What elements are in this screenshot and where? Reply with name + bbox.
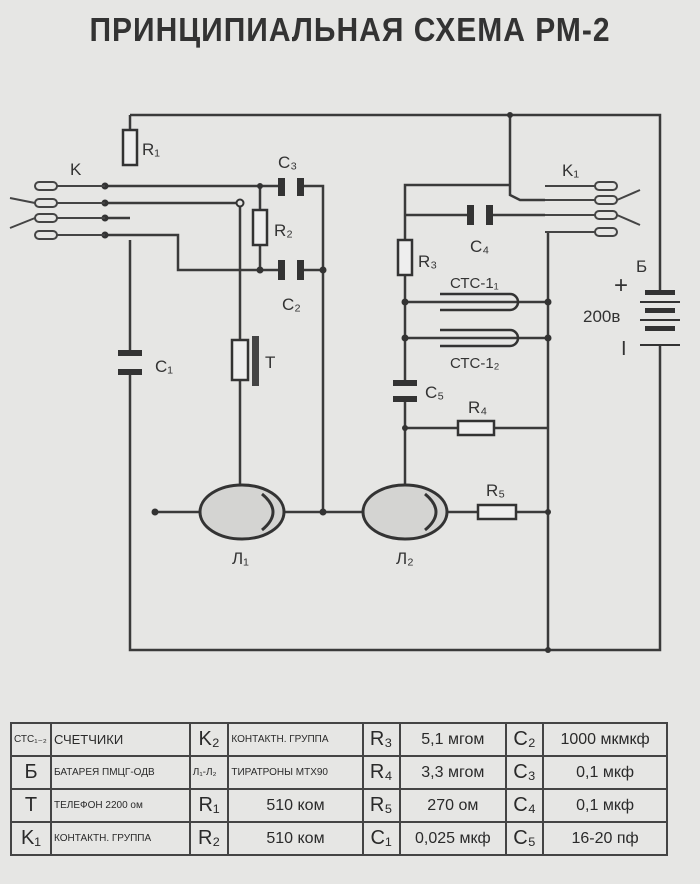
- table-cell: T: [10, 788, 52, 823]
- capacitors: [118, 178, 493, 402]
- svg-text:C₃: C₃: [278, 153, 297, 172]
- counter-tubes: [440, 292, 520, 348]
- svg-text:C₂: C₂: [282, 295, 301, 314]
- table-cell: R₁: [188, 788, 230, 823]
- svg-text:СТС-1₁: СТС-1₁: [450, 275, 499, 292]
- table-cell: СЧЕТЧИКИ: [50, 722, 191, 757]
- svg-text:R₁: R₁: [142, 140, 160, 159]
- wires: [105, 113, 662, 652]
- table-cell: C₅: [504, 821, 545, 856]
- svg-text:C₅: C₅: [425, 383, 444, 402]
- resistor-r2: [251, 208, 269, 247]
- svg-text:K: K: [70, 160, 82, 179]
- table-cell: C₁: [361, 821, 401, 856]
- svg-text:R₂: R₂: [274, 221, 293, 240]
- svg-text:R₃: R₃: [418, 252, 437, 271]
- tube-l1: [198, 483, 286, 541]
- svg-text:200в: 200в: [583, 307, 620, 326]
- resistor-r1: [121, 128, 139, 167]
- table-cell: 1000 мкмкф: [542, 722, 668, 757]
- svg-text:R₄: R₄: [468, 398, 487, 417]
- table-cell: 5,1 мгом: [398, 722, 507, 757]
- svg-text:R₅: R₅: [486, 481, 505, 500]
- table-cell: ТЕЛЕФОН 2200 ом: [50, 788, 191, 823]
- component-labels: R₁ C₃ R₂ C₂ K C₁ T Л₁ Л₂ K₁ C₄ R₃ СТС-1₁…: [70, 140, 647, 568]
- svg-text:C₁: C₁: [155, 357, 173, 376]
- tube-l2: [361, 483, 449, 541]
- svg-text:+: +: [614, 272, 628, 299]
- table-cell: БАТАРЕЯ ПМЦГ-ОДВ: [50, 755, 191, 790]
- resistor-r4: [456, 419, 496, 437]
- battery: [640, 290, 680, 346]
- table-cell: 270 ом: [398, 788, 507, 823]
- table-cell: K₂: [188, 722, 230, 757]
- table-cell: K₁: [10, 821, 52, 856]
- svg-text:T: T: [265, 353, 275, 372]
- resistor-r3: [396, 238, 414, 277]
- table-cell: 510 ком: [227, 821, 364, 856]
- table-cell: КОНТАКТН. ГРУППА: [227, 722, 364, 757]
- table-cell: 0,1 мкф: [542, 755, 668, 790]
- telephone-t: [230, 338, 250, 382]
- table-cell: 0,1 мкф: [542, 788, 668, 823]
- page-title: ПРИНЦИПИАЛЬНАЯ СХЕМА РМ-2: [89, 12, 611, 49]
- table-row: Б БАТАРЕЯ ПМЦГ-ОДВ Л₁-Л₂ ТИРАТРОНЫ МТХ90…: [10, 755, 668, 790]
- table-cell: ТИРАТРОНЫ МТХ90: [227, 755, 364, 790]
- table-cell: СТС₁₋₂: [10, 722, 52, 757]
- svg-text:I: I: [621, 338, 627, 360]
- table-cell: R₄: [361, 755, 401, 790]
- table-cell: 3,3 мгом: [398, 755, 507, 790]
- table-cell: C₄: [504, 788, 545, 823]
- table-cell: Л₁-Л₂: [188, 755, 230, 790]
- table-cell: Б: [10, 755, 52, 790]
- svg-text:K₁: K₁: [562, 161, 579, 180]
- table-row: СТС₁₋₂ СЧЕТЧИКИ K₂ КОНТАКТН. ГРУППА R₃ 5…: [10, 722, 668, 757]
- svg-text:СТС-1₂: СТС-1₂: [450, 355, 500, 372]
- table-row: T ТЕЛЕФОН 2200 ом R₁ 510 ком R₅ 270 ом C…: [10, 788, 668, 823]
- table-cell: 0,025 мкф: [398, 821, 507, 856]
- contact-group-k: [9, 181, 105, 240]
- thyratrons: [198, 483, 449, 541]
- table-cell: 510 ком: [227, 788, 364, 823]
- circuit-diagram: R₁ C₃ R₂ C₂ K C₁ T Л₁ Л₂ K₁ C₄ R₃ СТС-1₁…: [9, 112, 680, 653]
- table-cell: C₃: [504, 755, 545, 790]
- svg-text:C₄: C₄: [470, 237, 489, 256]
- table-cell: R₂: [188, 821, 230, 856]
- telephone-core-icon: [252, 336, 259, 386]
- svg-text:Б: Б: [636, 257, 647, 276]
- junction-dots: [101, 112, 552, 653]
- resistors: [121, 128, 518, 521]
- table-cell: КОНТАКТН. ГРУППА: [50, 821, 191, 856]
- svg-text:Л₂: Л₂: [396, 549, 414, 568]
- contact-group-k1: [545, 181, 641, 237]
- table-cell: C₂: [504, 722, 545, 757]
- svg-text:Л₁: Л₁: [232, 549, 249, 568]
- table-cell: R₅: [361, 788, 401, 823]
- table-cell: R₃: [361, 722, 401, 757]
- table-row: K₁ КОНТАКТН. ГРУППА R₂ 510 ком C₁ 0,025 …: [10, 821, 668, 856]
- parts-table: СТС₁₋₂ СЧЕТЧИКИ K₂ КОНТАКТН. ГРУППА R₃ 5…: [10, 722, 668, 856]
- resistor-r5: [476, 503, 518, 521]
- table-cell: 16-20 пф: [542, 821, 668, 856]
